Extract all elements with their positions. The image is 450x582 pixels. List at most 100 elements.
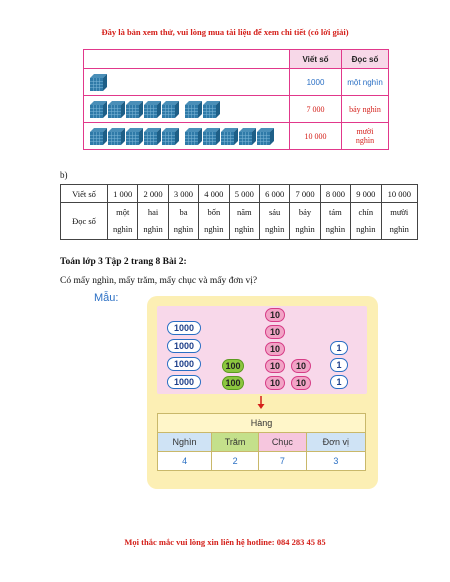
reading-word: bảy [298,207,312,217]
thousand-cube-icon [185,127,202,145]
reading-unit: nghìn [295,224,315,234]
cube-group [90,73,289,91]
thousand-cube-icon [108,127,125,145]
table-row: 1000 một nghìn [83,68,389,96]
number-cell: 5 000 [228,184,260,203]
header-read-number: Đọc số [341,49,389,69]
number-cell: 6 000 [258,184,291,203]
down-arrow-icon [257,396,265,409]
thousand-cube-icon [185,100,202,118]
column-tens: Chục [258,432,307,452]
number-cell: 3 000 [167,184,200,203]
picture-number-table: Viết số Đọc số 1000 một nghìn 7 000 bảy … [83,49,389,150]
reading-unit: nghìn [389,224,409,234]
number-reading: một nghìn [341,68,389,96]
number-cell: 7 000 [289,184,321,203]
cube-group [90,127,289,145]
one-coin: 1 [330,341,348,355]
reading-unit: nghìn [325,224,346,234]
reading-word: ba [179,207,188,217]
ten-coin: 10 [265,325,285,339]
row-header-read: Đọc số [60,202,108,240]
reading-cell: ba nghìn [167,202,200,240]
column-hundreds: Trăm [211,432,260,452]
ten-coin: 10 [291,376,311,390]
reading-unit: nghìn [356,224,376,234]
hundred-coin: 100 [222,376,244,390]
thousand-cube-icon [108,100,125,118]
thousand-cube-icon [90,73,107,91]
reading-word: hai [147,207,159,217]
value-tens: 7 [258,451,307,471]
one-coin: 1 [330,358,348,372]
ten-coin: 10 [265,376,285,390]
thousand-cube-icon [90,127,107,145]
thousand-cube-icon [144,127,161,145]
value-units: 3 [305,451,367,471]
reading-word: năm [236,207,252,217]
number-cell: 10 000 [380,184,419,203]
thousand-cube-icon [90,100,107,118]
row-header-write: Viết số [60,184,108,203]
thousand-coin: 1000 [167,339,201,353]
ten-coin: 10 [291,359,311,373]
ten-coin: 10 [265,342,285,356]
reading-word: bốn [207,207,221,217]
part-b-label: b) [60,170,68,180]
hotline-banner: Mọi thắc mắc vui lòng xin liên hệ hotlin… [124,537,326,547]
reading-word: một [116,207,130,217]
preview-banner: Đây là bản xem thử, vui lòng mua tài liệ… [101,27,349,37]
reading-unit: nghìn [264,224,285,234]
thousand-cube-icon [203,127,220,145]
reading-cell: bảy nghìn [289,202,321,240]
reading-word: tám [329,207,342,217]
ten-coin: 10 [265,308,285,322]
thousand-cube-icon [144,100,161,118]
number-value: 10 000 [289,122,342,150]
number-value: 1000 [289,68,342,96]
example-label: Mẫu: [94,292,119,304]
table-row: 7 000 bảy nghìn [83,95,389,123]
reading-line: mười [356,127,374,136]
ten-coin: 10 [265,359,285,373]
reading-unit: nghìn [143,224,163,234]
cube-group [90,100,289,118]
reading-cell: tám nghìn [319,202,352,240]
number-cell: 8 000 [319,184,352,203]
thousand-cube-icon [162,127,179,145]
thousand-cube-icon [162,100,179,118]
thousand-cube-icon [203,100,220,118]
exercise-question: Có mấy nghìn, mấy trăm, mấy chục và mấy … [60,276,258,286]
reading-unit: nghìn [113,224,133,234]
number-cell: 1 000 [106,184,139,203]
reading-unit: nghìn [234,224,254,234]
cube-picture-cell [83,95,290,123]
column-thousands: Nghìn [156,432,213,452]
thousand-cube-icon [239,127,256,145]
number-cell: 4 000 [198,184,230,203]
thousand-coin: 1000 [167,357,201,371]
thousand-cube-icon [221,127,238,145]
column-units: Đơn vị [305,432,367,452]
number-cell: 9 000 [350,184,382,203]
cube-picture-cell [83,68,290,96]
reading-word: mười [390,207,409,217]
header-write-number: Viết số [289,49,342,69]
reading-line: nghìn [355,136,375,145]
thousand-coin: 1000 [167,321,201,335]
thousand-cube-icon [126,100,143,118]
reading-unit: nghìn [173,224,194,234]
number-reading: bảy nghìn [341,95,389,123]
place-value-title: Hàng [157,413,366,433]
thousand-cube-icon [126,127,143,145]
thousand-cube-icon [257,127,274,145]
value-hundreds: 2 [211,451,260,471]
value-thousands: 4 [156,451,213,471]
empty-header-cell [83,49,290,69]
reading-cell: năm nghìn [228,202,260,240]
number-cell: 2 000 [137,184,169,203]
